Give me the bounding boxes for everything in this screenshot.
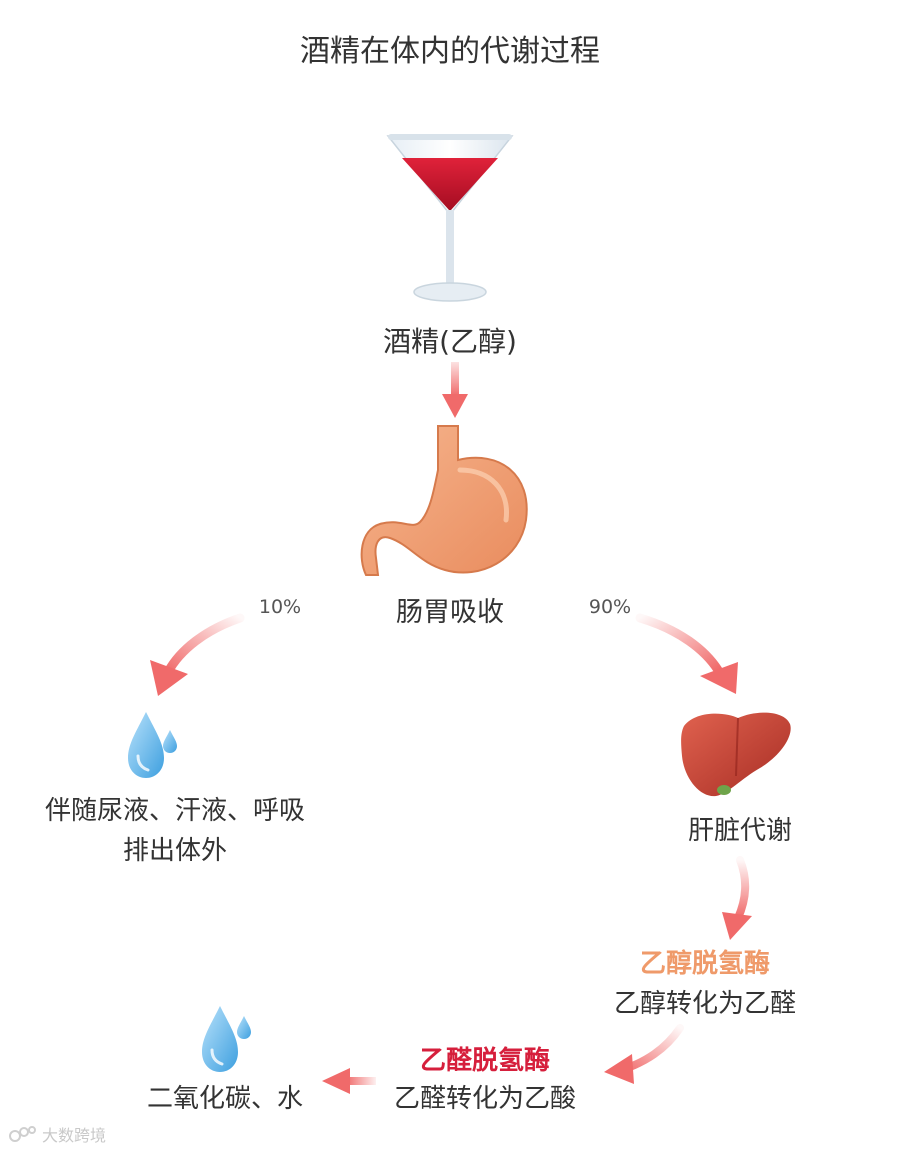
wine-glass-icon [386, 134, 514, 302]
aldh-enzyme-label: 乙醛脱氢酶 [419, 1046, 550, 1076]
liver-icon [681, 712, 791, 797]
stomach-icon [360, 425, 528, 576]
adh-enzyme-label: 乙醇脱氢酶 [639, 949, 770, 979]
stomach-label: 肠胃吸收 [396, 597, 504, 628]
arrow-to-adh [734, 856, 749, 922]
adh-description: 乙醇转化为乙醛 [613, 989, 796, 1019]
page-title: 酒精在体内的代谢过程 [300, 34, 600, 69]
percentage-left: 10% [258, 596, 302, 618]
watermark: 大数跨境 [8, 1122, 106, 1146]
co2-water-label: 二氧化碳、水 [146, 1084, 303, 1114]
aldh-description: 乙醛转化为乙酸 [393, 1084, 576, 1114]
liver-label: 肝脏代谢 [687, 816, 792, 846]
watermark-text: 大数跨境 [42, 1126, 107, 1145]
water-drop-icon [128, 712, 177, 778]
arrow-to-excretion [163, 613, 245, 677]
excretion-label-line2: 排出体外 [122, 836, 227, 866]
ethanol-label: 酒精(乙醇) [383, 325, 517, 358]
excretion-label-line1: 伴随尿液、汗液、呼吸 [44, 796, 305, 826]
arrow-down [442, 362, 468, 418]
water-drop-icon [202, 1006, 251, 1072]
arrow-to-liver [635, 613, 723, 675]
watermark-logo-icon [9, 1126, 36, 1142]
percentage-right: 90% [588, 596, 632, 618]
